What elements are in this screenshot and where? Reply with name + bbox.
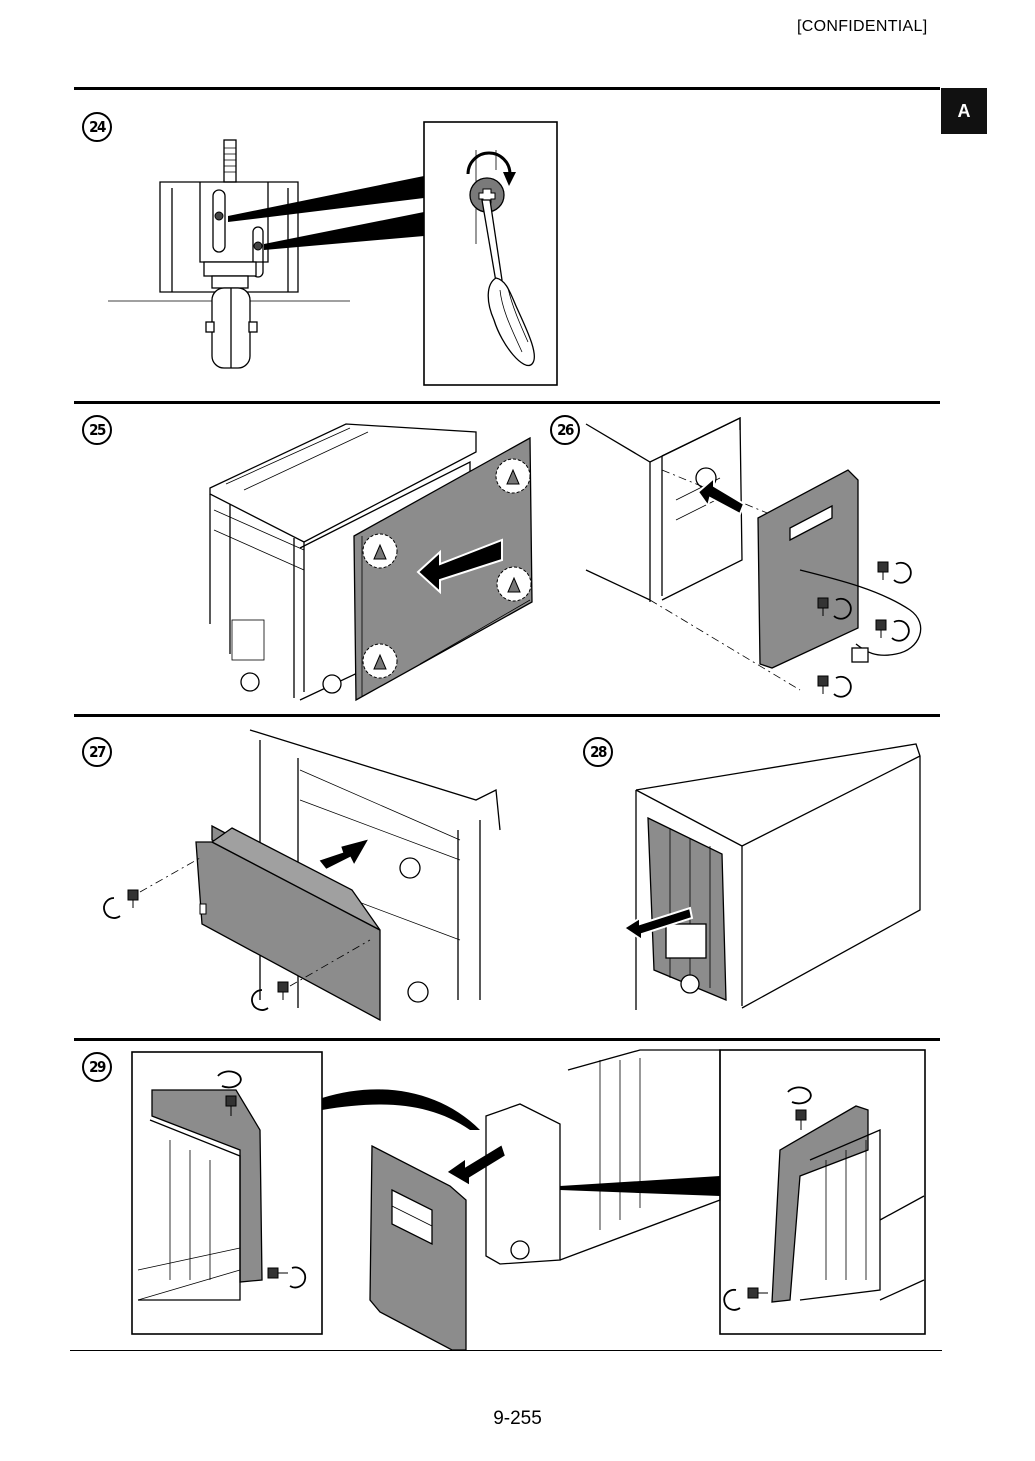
step-27-illustration [103,729,501,1022]
step-number-24: 24 [82,112,112,142]
step-28-illustration [622,743,921,1010]
step-25-illustration [209,423,533,702]
divider-1 [74,401,940,404]
step-number-28: 28 [583,737,613,767]
step-number-25: 25 [82,415,112,445]
step-number-29: 29 [82,1052,112,1082]
divider-bottom [70,1350,942,1351]
divider-top [74,87,940,90]
section-tab[interactable]: A [941,88,987,134]
page-number: 9-255 [493,1408,542,1429]
step-26-illustration [585,416,922,698]
step-29-illustration [131,1049,926,1351]
divider-2 [74,714,940,717]
divider-3 [74,1038,940,1041]
step-number-26: 26 [550,415,580,445]
step-number-27: 27 [82,737,112,767]
confidential-label: [CONFIDENTIAL] [797,18,928,35]
step-24-illustration [108,121,558,386]
